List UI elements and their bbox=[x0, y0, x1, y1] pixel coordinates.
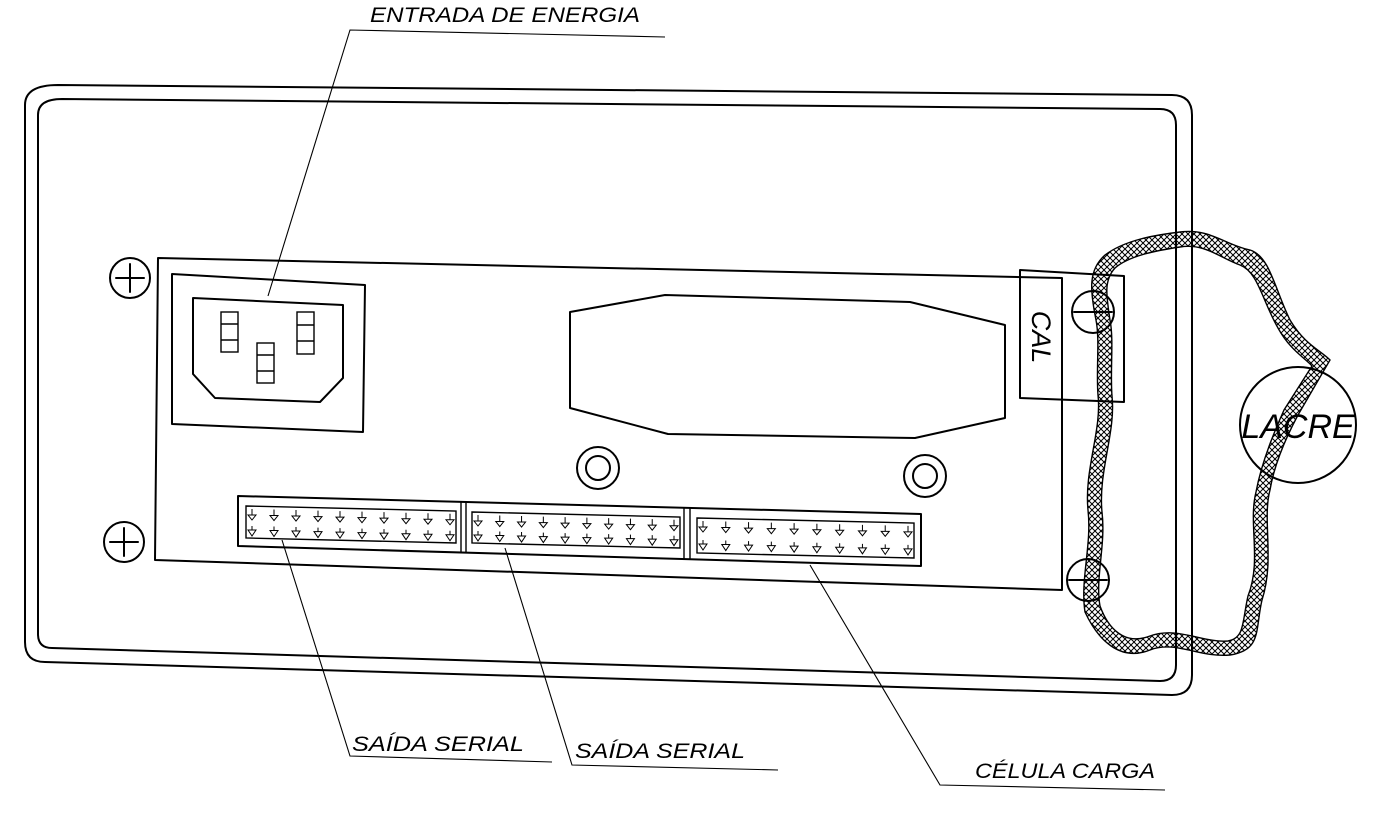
connector-pin bbox=[697, 521, 709, 533]
connector-pin bbox=[356, 511, 368, 524]
display-mount-hole bbox=[576, 446, 620, 490]
connector-pin bbox=[766, 522, 777, 535]
seal-disc: LACRE bbox=[1239, 366, 1357, 484]
connector-pin bbox=[857, 524, 868, 537]
connector-pin bbox=[698, 540, 708, 551]
connector-pin bbox=[834, 543, 845, 555]
connector-pin bbox=[494, 531, 505, 543]
connector-pin bbox=[811, 542, 822, 554]
connector-pin bbox=[647, 535, 658, 547]
connector-serial-1-pins bbox=[246, 509, 456, 542]
calibration-label: CAL bbox=[1026, 311, 1056, 364]
power-input-label: ENTRADA DE ENERGIA bbox=[370, 4, 640, 27]
connector-pin bbox=[625, 534, 636, 546]
connector-pin bbox=[268, 509, 280, 522]
connector-pin bbox=[720, 521, 731, 534]
connector-pin bbox=[494, 515, 505, 528]
connector-pin bbox=[560, 533, 571, 544]
connector-pin bbox=[902, 525, 914, 538]
connector-pin bbox=[313, 527, 323, 539]
minus-screw-icon bbox=[1066, 558, 1110, 602]
connector-pin bbox=[516, 532, 527, 543]
housing-inner bbox=[37, 98, 1177, 682]
connector-pin bbox=[401, 529, 411, 541]
connector-pin bbox=[880, 544, 891, 556]
connector-pin bbox=[312, 510, 324, 523]
connector-pin bbox=[269, 526, 279, 538]
connector-pin bbox=[669, 535, 679, 547]
connector-pin bbox=[811, 523, 822, 536]
connector-pin bbox=[647, 519, 658, 531]
connector-block bbox=[237, 495, 922, 567]
leader-lines bbox=[267, 29, 1166, 791]
connector-pin bbox=[378, 512, 390, 524]
connector-pin bbox=[560, 517, 571, 529]
connector-pin bbox=[516, 516, 527, 528]
connector-pin bbox=[472, 515, 484, 527]
connector-pin bbox=[291, 527, 301, 538]
connector-pin bbox=[538, 532, 549, 544]
connector-serial-2-pins bbox=[472, 515, 680, 547]
serial-output-1-label: SAÍDA SERIAL bbox=[352, 733, 524, 756]
connector-pin bbox=[445, 530, 455, 542]
plus-screw-icon bbox=[103, 521, 145, 563]
load-cell-label: CÉLULA CARGA bbox=[975, 760, 1155, 783]
connector-pin bbox=[903, 544, 913, 556]
calibration-box: CAL bbox=[1019, 269, 1125, 403]
connector-pin bbox=[625, 518, 636, 531]
connector-pin bbox=[444, 513, 456, 526]
connector-pin bbox=[789, 523, 800, 535]
connector-pin bbox=[603, 534, 614, 546]
housing-outer bbox=[24, 84, 1193, 696]
connector-pin bbox=[766, 541, 777, 553]
connector-load-cell-pins bbox=[697, 521, 914, 556]
connector-pin bbox=[603, 518, 614, 530]
connector-pin bbox=[379, 529, 389, 541]
connector-pin bbox=[247, 526, 257, 537]
connector-pin bbox=[789, 542, 800, 554]
connector-pin bbox=[743, 522, 754, 534]
connector-pin bbox=[335, 528, 345, 540]
connector-pin bbox=[743, 541, 754, 552]
connector-pin bbox=[357, 528, 367, 540]
connector-pin bbox=[538, 516, 549, 529]
connector-pin bbox=[834, 524, 845, 537]
connector-pin bbox=[334, 511, 346, 523]
connector-pin bbox=[246, 509, 258, 521]
connector-pin bbox=[880, 525, 891, 538]
seal-wire bbox=[1083, 230, 1331, 657]
connector-pin bbox=[720, 540, 731, 552]
plus-screw-icon bbox=[109, 257, 151, 299]
display-window bbox=[569, 294, 1006, 439]
power-socket-icon bbox=[171, 273, 366, 433]
rear-plate bbox=[154, 257, 1063, 591]
connector-pin bbox=[668, 519, 680, 532]
display-mount-hole bbox=[903, 454, 947, 498]
connector-pin bbox=[423, 530, 433, 542]
seal-label: LACRE bbox=[1241, 408, 1355, 446]
connector-pin bbox=[400, 512, 412, 525]
connector-pin bbox=[857, 543, 868, 555]
minus-screw-icon bbox=[1071, 290, 1115, 334]
connector-pin bbox=[473, 531, 483, 542]
connector-pin bbox=[422, 513, 434, 526]
connector-pin bbox=[581, 517, 592, 530]
connector-pin bbox=[290, 510, 302, 522]
connector-pin bbox=[581, 533, 592, 545]
serial-output-2-label: SAÍDA SERIAL bbox=[575, 740, 745, 763]
